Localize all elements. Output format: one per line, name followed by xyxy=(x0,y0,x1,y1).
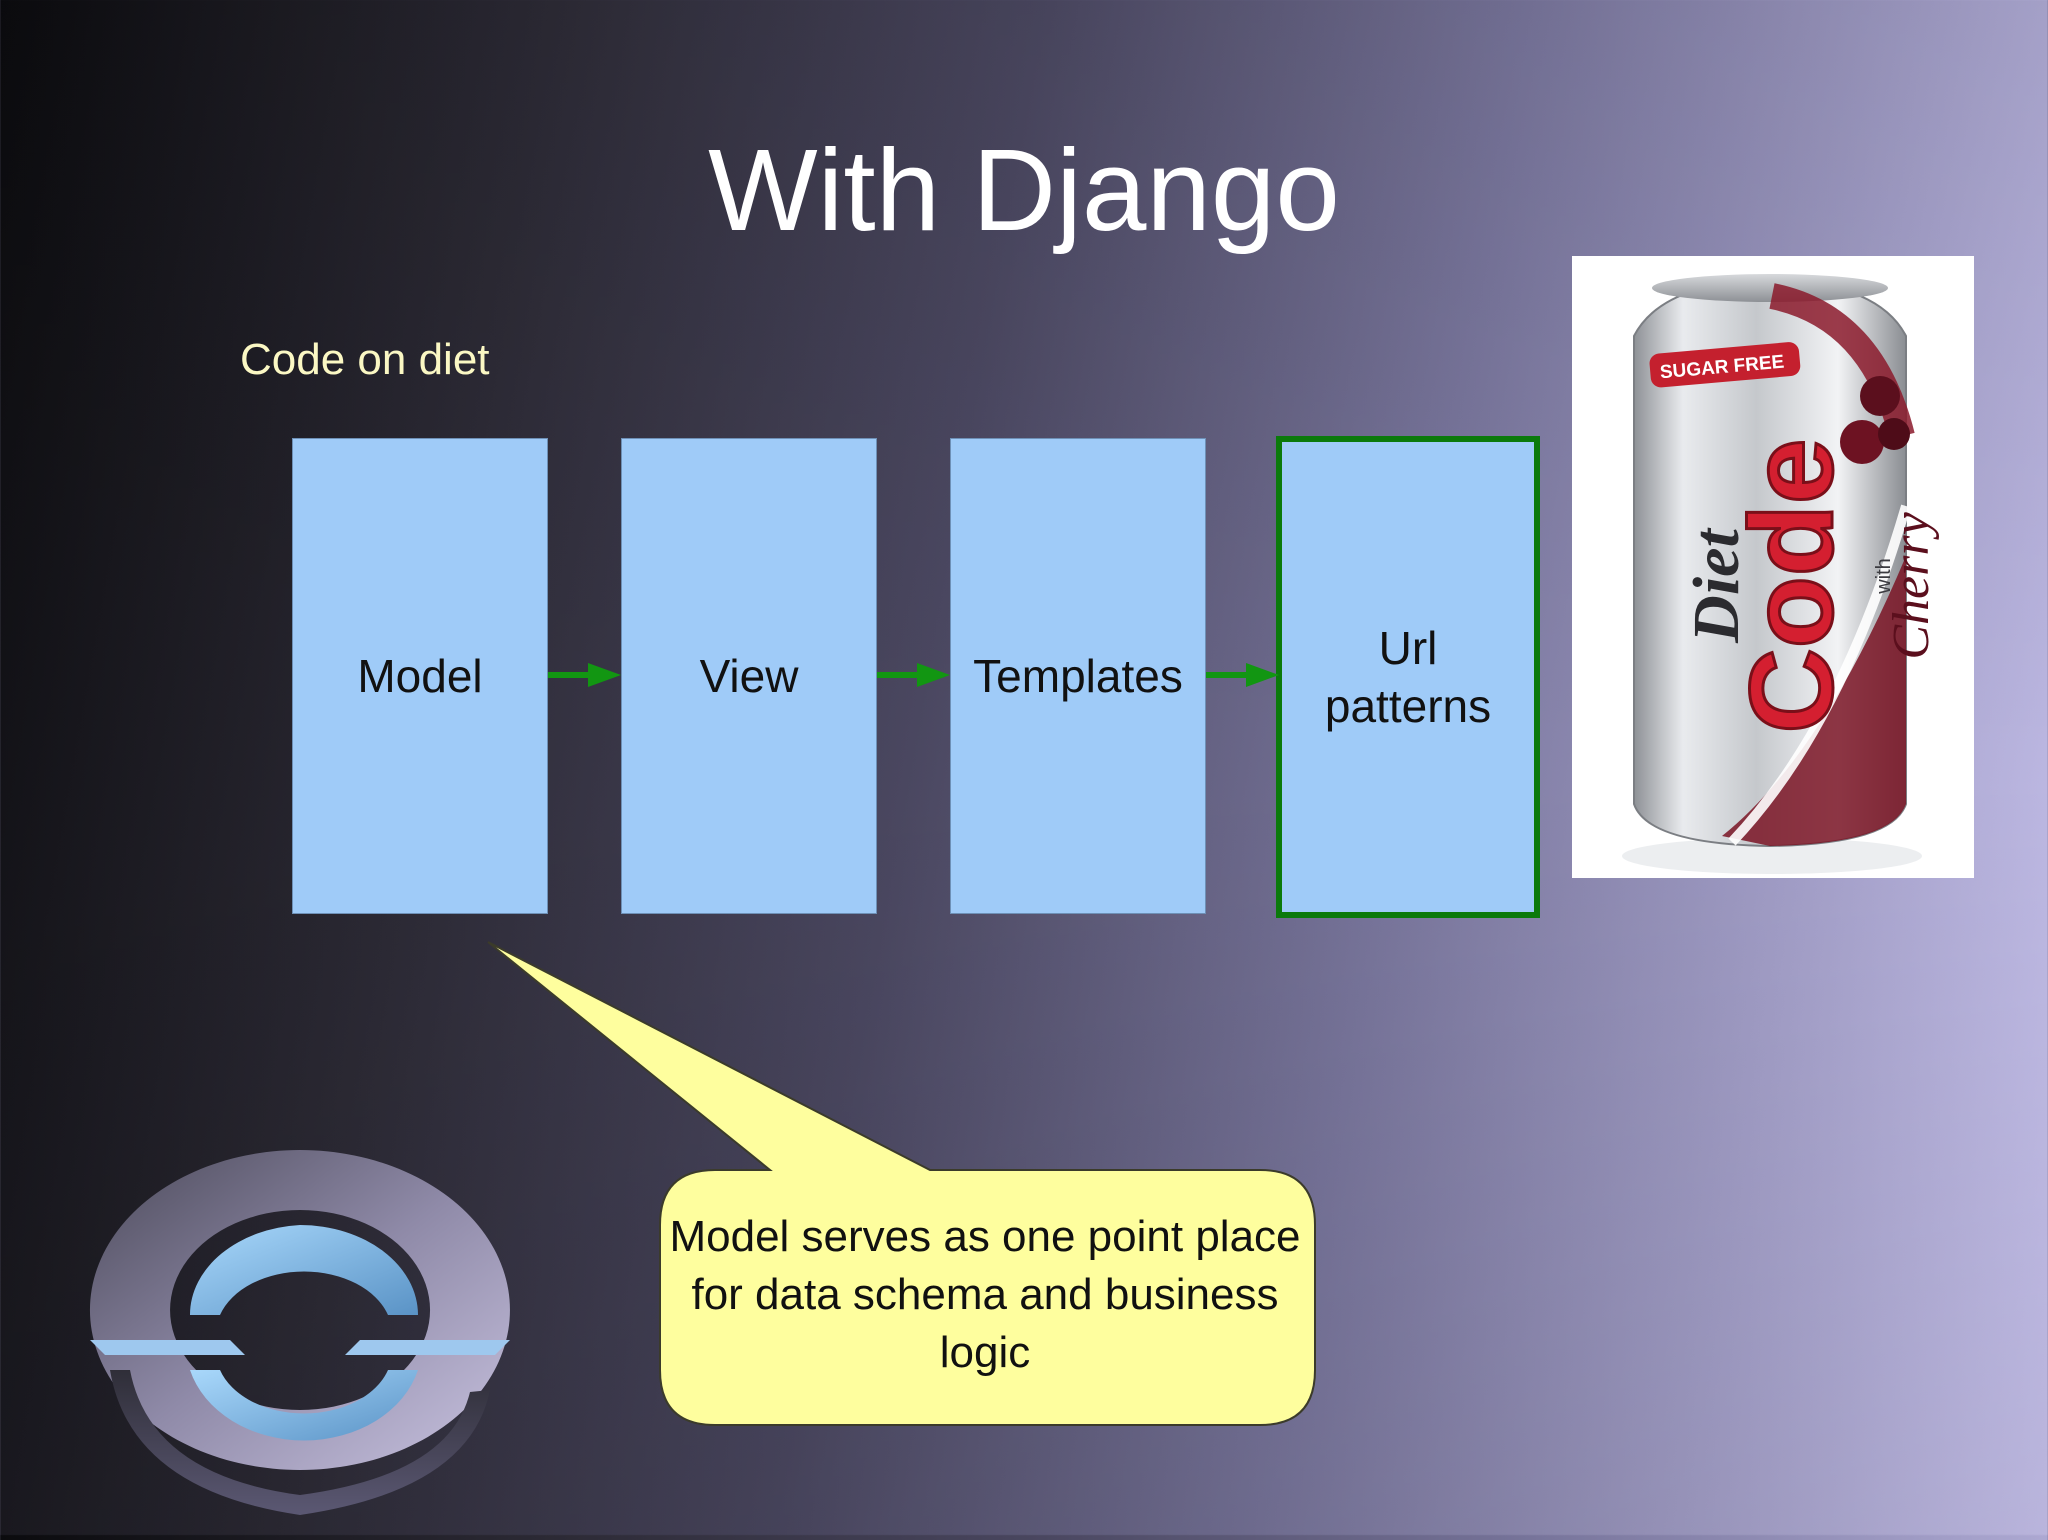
node-model: Model xyxy=(292,438,548,914)
node-url-patterns-label: Url patterns xyxy=(1324,622,1492,732)
node-templates-label: Templates xyxy=(973,650,1183,702)
arrow-view-to-templates xyxy=(877,663,950,687)
node-templates: Templates xyxy=(950,438,1206,914)
node-view: View xyxy=(621,438,877,914)
diet-code-can-image: SUGAR FREE Diet Code with Cherry xyxy=(1572,256,1974,878)
can-word-with: with xyxy=(1873,558,1895,595)
node-view-label: View xyxy=(699,650,799,702)
ring-logo xyxy=(70,1130,530,1535)
arrow-model-to-view xyxy=(548,663,621,687)
slide-subtitle: Code on diet xyxy=(240,335,490,384)
node-model-label: Model xyxy=(357,650,483,702)
arrow-templates-to-url-patterns xyxy=(1206,663,1279,687)
can-word-diet: Diet xyxy=(1680,528,1753,644)
can-word-cherry: Cherry xyxy=(1883,511,1940,659)
node-url-patterns: Url patterns xyxy=(1276,436,1540,918)
slide-title: With Django xyxy=(708,125,1340,255)
can-word-code: Code xyxy=(1726,439,1858,734)
callout-text: Model serves as one point place for data… xyxy=(669,1212,1301,1377)
